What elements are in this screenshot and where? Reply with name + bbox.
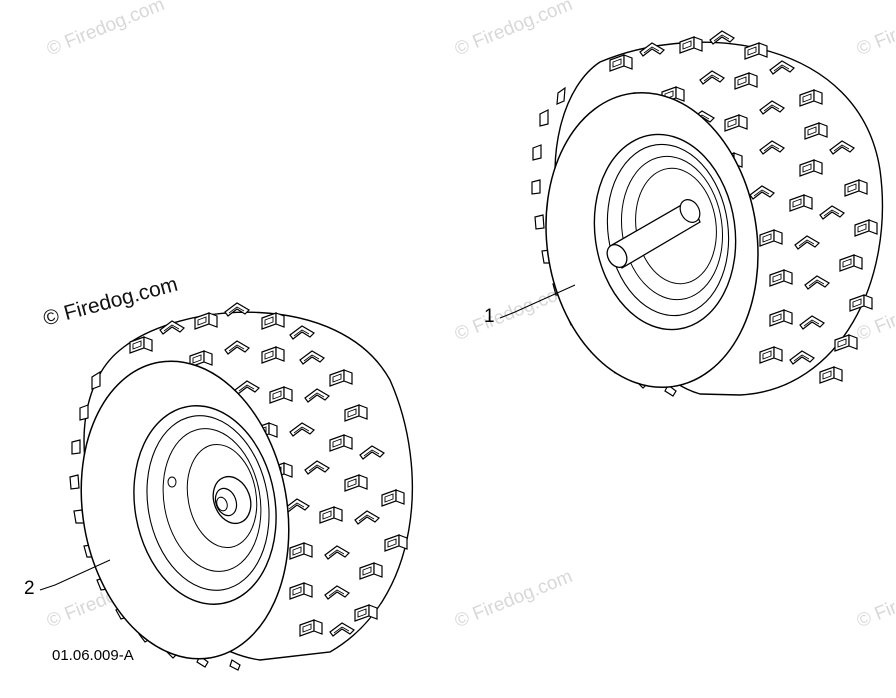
wheel-assembly-2: [39, 302, 414, 671]
axle-shaft: [606, 199, 701, 269]
callout-label-1: 1: [484, 306, 495, 327]
figure-code: 01.06.009-A: [52, 647, 134, 664]
callout-leader-1: [499, 284, 576, 319]
wheel-assembly-1: [499, 30, 884, 397]
callout-leader-2: [39, 559, 111, 591]
callout-label-2: 2: [24, 578, 35, 599]
wheel-hub: [167, 475, 252, 525]
